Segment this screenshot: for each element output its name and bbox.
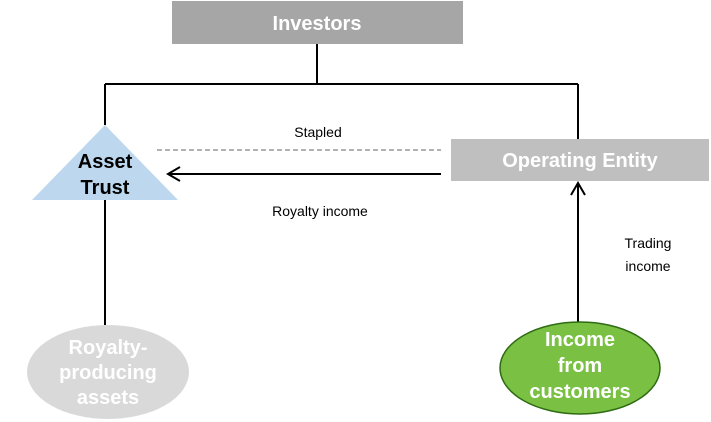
asset-trust-label-line1: Asset bbox=[78, 151, 133, 173]
operating-entity-box bbox=[451, 139, 709, 181]
income-customers-label-line3: customers bbox=[529, 381, 630, 403]
royalty-assets-label-line1: Royalty- bbox=[69, 337, 148, 359]
income-customers-label-line2: from bbox=[558, 355, 602, 377]
income-customers-label-line1: Income bbox=[545, 329, 615, 351]
trading-income-label-line1: Trading bbox=[625, 235, 672, 251]
royalty-assets-label-line2: producing bbox=[59, 362, 157, 384]
royalty-assets-node: Royalty- producing assets bbox=[27, 325, 189, 419]
income-customers-node: Income from customers bbox=[499, 321, 661, 415]
income-customers-ellipse bbox=[499, 321, 661, 415]
operating-entity-label: Operating Entity bbox=[502, 150, 658, 172]
investors-box bbox=[172, 1, 463, 44]
asset-trust-label-line2: Trust bbox=[81, 177, 130, 199]
asset-trust-triangle bbox=[32, 125, 178, 200]
royalty-assets-label-line3: assets bbox=[77, 387, 139, 409]
royalty-assets-ellipse bbox=[27, 325, 189, 419]
investors-label: Investors bbox=[273, 13, 362, 35]
operating-entity-node: Operating Entity bbox=[451, 139, 709, 181]
trading-income-label-line2: income bbox=[625, 258, 670, 274]
asset-trust-node: Asset Trust bbox=[32, 125, 178, 200]
stapled-label: Stapled bbox=[294, 124, 341, 140]
royalty-income-label: Royalty income bbox=[272, 203, 368, 219]
investors-node: Investors bbox=[172, 1, 463, 44]
